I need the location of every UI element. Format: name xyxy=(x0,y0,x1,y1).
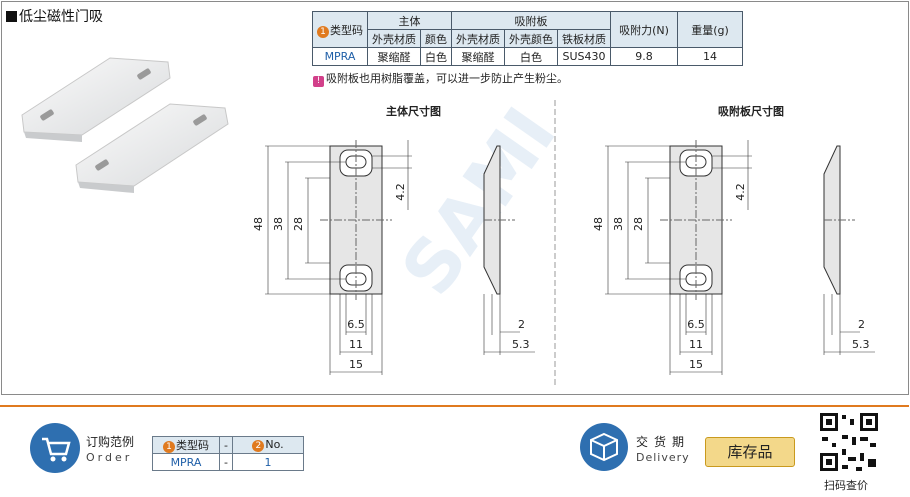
dim-38-plate: 38 xyxy=(612,217,625,231)
delivery-subtitle: Delivery xyxy=(636,451,690,464)
cell-force: 9.8 xyxy=(610,47,678,66)
note-mark-icon: ! xyxy=(313,76,324,87)
dim-65-plate: 6.5 xyxy=(687,318,705,331)
dim-28-plate: 28 xyxy=(632,217,645,231)
th-plate: 吸附板 xyxy=(451,11,611,30)
cell-plate-shell-color: 白色 xyxy=(504,47,558,66)
delivery-title: 交货期 xyxy=(636,435,691,449)
main-drawing-title: 主体尺寸图 xyxy=(386,105,441,118)
dim-15-plate: 15 xyxy=(689,358,703,371)
th-weight: 重量(g) xyxy=(677,11,743,48)
dim-48-plate: 48 xyxy=(592,217,605,231)
cell-code[interactable]: MPRA xyxy=(312,47,368,66)
th-shell-material: 外壳材质 xyxy=(367,29,421,48)
table-row: MPRA 聚缩醛 白色 聚缩醛 白色 SUS430 9.8 14 xyxy=(312,47,743,66)
cell-plate-shell-material: 聚缩醛 xyxy=(451,47,505,66)
dimension-labels: 48 38 28 4.2 6.5 11 15 2 5.3 48 38 28 4.… xyxy=(252,183,870,371)
order-val-dash: - xyxy=(219,453,233,471)
th-plate-shell-color: 外壳颜色 xyxy=(504,29,558,48)
main-body-front-view xyxy=(265,140,412,375)
order-subtitle: Order xyxy=(86,451,133,464)
cell-weight: 14 xyxy=(677,47,743,66)
dim-48-main: 48 xyxy=(252,217,265,231)
main-body-side-view xyxy=(483,145,535,355)
dim-15-main: 15 xyxy=(349,358,363,371)
dim-38-main: 38 xyxy=(272,217,285,231)
dim-53-main: 5.3 xyxy=(512,338,530,351)
cart-icon xyxy=(30,423,80,473)
order-val-type: MPRA xyxy=(152,453,220,471)
note: !吸附板也用树脂覆盖，可以进一步防止产生粉尘。 xyxy=(313,70,568,87)
dim-42-main: 4.2 xyxy=(394,183,407,201)
watermark: SAMI xyxy=(385,93,572,310)
plate-front-view xyxy=(605,140,752,375)
th-plate-iron: 铁板材质 xyxy=(557,29,611,48)
page-title: 低尘磁性门吸 xyxy=(6,6,103,26)
plate-drawing-title: 吸附板尺寸图 xyxy=(718,105,784,118)
spec-panel xyxy=(1,1,909,395)
dim-42-plate: 4.2 xyxy=(734,183,747,201)
order-th-dash: - xyxy=(219,436,233,454)
order-title: 订购范例 xyxy=(86,435,135,449)
dim-2-main: 2 xyxy=(518,318,525,331)
dim-2-plate: 2 xyxy=(858,318,865,331)
th-body: 主体 xyxy=(367,11,452,30)
dim-53-plate: 5.3 xyxy=(852,338,870,351)
th-force: 吸附力(N) xyxy=(610,11,678,48)
th-color: 颜色 xyxy=(420,29,452,48)
stock-badge: 库存品 xyxy=(705,437,795,467)
dim-11-main: 11 xyxy=(349,338,363,351)
dim-28-main: 28 xyxy=(292,217,305,231)
title-square-icon xyxy=(6,11,17,22)
delivery-icon xyxy=(580,423,628,471)
order-val-no: 1 xyxy=(231,453,304,471)
drawing-canvas: SAMI xyxy=(21,57,875,385)
dim-11-plate: 11 xyxy=(689,338,703,351)
th-plate-shell-material: 外壳材质 xyxy=(451,29,505,48)
dim-65-main: 6.5 xyxy=(347,318,365,331)
cell-color: 白色 xyxy=(420,47,452,66)
qr-code-icon[interactable] xyxy=(820,413,878,471)
cell-plate-iron: SUS430 xyxy=(557,47,611,66)
plate-side-view xyxy=(823,145,875,355)
product-photo xyxy=(21,57,229,193)
qr-label: 扫码查价 xyxy=(824,479,868,492)
cell-shell-material: 聚缩醛 xyxy=(367,47,421,66)
